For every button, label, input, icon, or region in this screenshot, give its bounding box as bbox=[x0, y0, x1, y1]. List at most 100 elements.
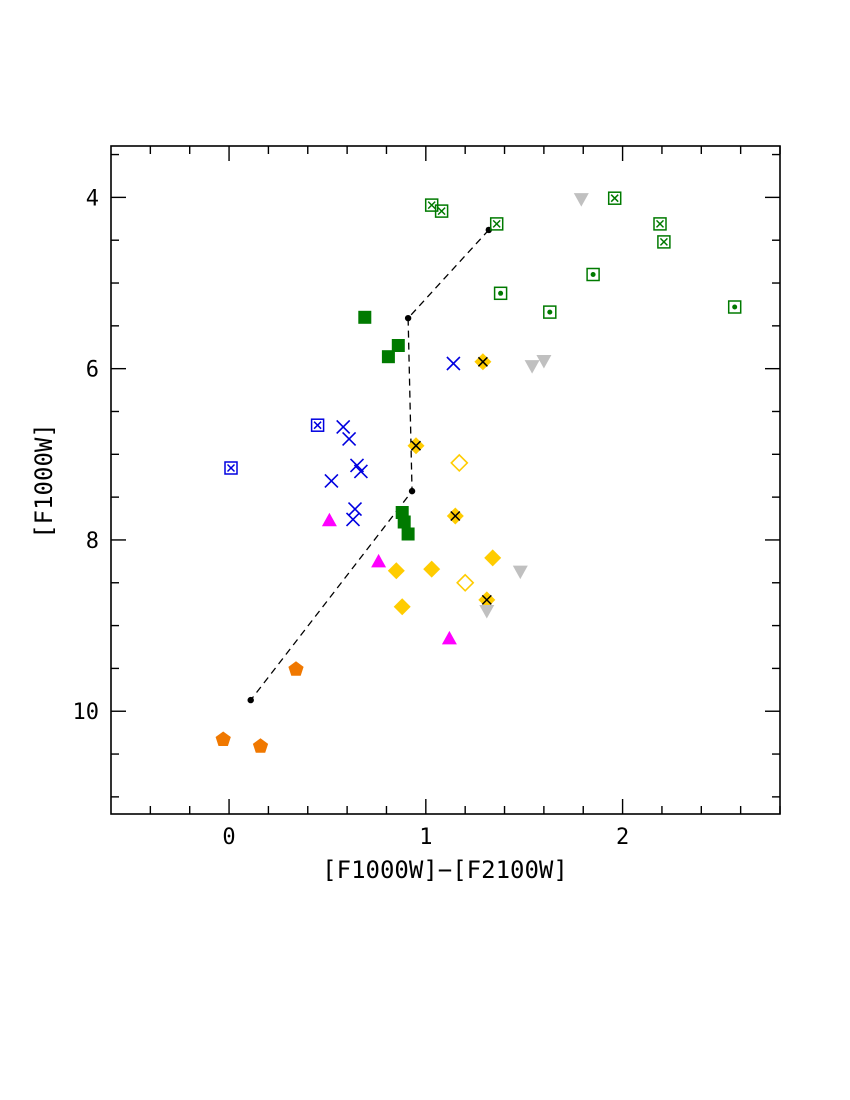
cross-stroke bbox=[336, 419, 351, 434]
data-point bbox=[310, 418, 325, 432]
x-tick-label: 1 bbox=[419, 825, 432, 850]
data-point bbox=[321, 512, 337, 527]
data-point bbox=[371, 553, 387, 568]
data-point bbox=[657, 235, 671, 249]
data-point bbox=[423, 560, 441, 578]
diamond-marker bbox=[450, 453, 469, 473]
square-marker bbox=[381, 350, 395, 364]
data-point bbox=[358, 310, 372, 324]
square-marker bbox=[358, 310, 372, 324]
square-marker bbox=[310, 418, 325, 432]
cross-stroke bbox=[659, 237, 668, 246]
diamond-marker bbox=[387, 562, 405, 580]
cross-stroke bbox=[427, 201, 436, 210]
cross-stroke bbox=[446, 356, 461, 371]
cross-stroke bbox=[353, 464, 368, 479]
data-point bbox=[727, 300, 742, 314]
data-point bbox=[512, 565, 528, 580]
data-point bbox=[484, 549, 502, 567]
data-point bbox=[215, 731, 231, 746]
reference-line-layer bbox=[247, 226, 492, 704]
axis-ticks bbox=[111, 146, 781, 814]
y-tick-label: 8 bbox=[86, 529, 99, 554]
pentagon-marker bbox=[215, 731, 231, 746]
pentagon-marker bbox=[288, 661, 304, 676]
data-point bbox=[224, 461, 238, 475]
data-point bbox=[524, 360, 540, 374]
reference-line bbox=[250, 229, 490, 701]
cross-stroke bbox=[655, 219, 665, 228]
data-point bbox=[401, 527, 415, 541]
data-point bbox=[336, 419, 351, 434]
triangle-marker bbox=[573, 193, 589, 207]
dot-marker bbox=[590, 272, 596, 277]
square-marker bbox=[657, 235, 671, 249]
y-tick-label: 4 bbox=[86, 186, 99, 211]
data-point bbox=[353, 464, 368, 479]
pentagon-marker bbox=[252, 738, 269, 753]
x-tick-label: 0 bbox=[222, 825, 235, 850]
data-point bbox=[474, 353, 492, 371]
diamond-marker bbox=[423, 560, 441, 578]
diamond-marker bbox=[484, 549, 502, 567]
reference-vertex bbox=[408, 487, 416, 495]
cross-stroke bbox=[492, 219, 501, 228]
data-point bbox=[573, 193, 589, 207]
data-point bbox=[381, 350, 395, 364]
square-marker bbox=[543, 305, 557, 319]
data-point bbox=[324, 473, 339, 488]
square-marker bbox=[489, 217, 504, 231]
data-point bbox=[441, 630, 457, 645]
square-marker bbox=[493, 286, 508, 301]
data-point bbox=[407, 437, 425, 455]
square-marker bbox=[607, 191, 622, 205]
cross-stroke bbox=[226, 463, 236, 473]
data-point bbox=[342, 431, 357, 446]
plot-frame bbox=[110, 145, 781, 815]
data-point bbox=[479, 605, 495, 619]
data-point bbox=[252, 738, 269, 753]
triangle-marker bbox=[479, 605, 495, 619]
dot-marker bbox=[498, 290, 504, 296]
cross-stroke bbox=[437, 207, 446, 216]
triangle-marker bbox=[321, 512, 337, 527]
data-point bbox=[391, 339, 405, 352]
data-points bbox=[215, 191, 742, 753]
square-marker bbox=[401, 527, 415, 541]
x-tick-label: 2 bbox=[616, 825, 629, 850]
y-tick-label: 6 bbox=[86, 358, 99, 383]
cross-stroke bbox=[450, 510, 461, 522]
cross-stroke bbox=[324, 473, 339, 488]
triangle-marker bbox=[371, 553, 387, 568]
data-point bbox=[456, 573, 475, 592]
diamond-marker bbox=[456, 573, 475, 592]
square-marker bbox=[397, 515, 411, 529]
cross-stroke bbox=[347, 502, 363, 517]
square-marker bbox=[434, 204, 449, 218]
reference-vertex bbox=[247, 696, 254, 704]
y-axis-title: [F1000W] bbox=[30, 423, 58, 539]
cross-stroke bbox=[349, 458, 365, 473]
data-point bbox=[446, 356, 461, 371]
triangle-marker bbox=[524, 360, 540, 374]
cross-stroke bbox=[313, 421, 322, 430]
cross-stroke bbox=[610, 194, 619, 203]
data-point bbox=[397, 515, 411, 529]
data-point bbox=[434, 204, 449, 218]
data-point bbox=[543, 305, 557, 319]
data-point bbox=[536, 355, 552, 369]
x-axis-title: [F1000W]−[F2100W] bbox=[322, 856, 568, 884]
data-point bbox=[653, 217, 667, 231]
square-marker bbox=[727, 300, 742, 314]
dot-marker bbox=[547, 309, 553, 315]
diamond-marker bbox=[393, 598, 411, 616]
data-point bbox=[446, 507, 464, 525]
triangle-marker bbox=[441, 630, 457, 645]
data-point bbox=[345, 512, 361, 527]
data-point bbox=[493, 286, 508, 301]
square-marker bbox=[586, 267, 600, 282]
triangle-marker bbox=[536, 355, 552, 369]
data-point bbox=[288, 661, 304, 676]
